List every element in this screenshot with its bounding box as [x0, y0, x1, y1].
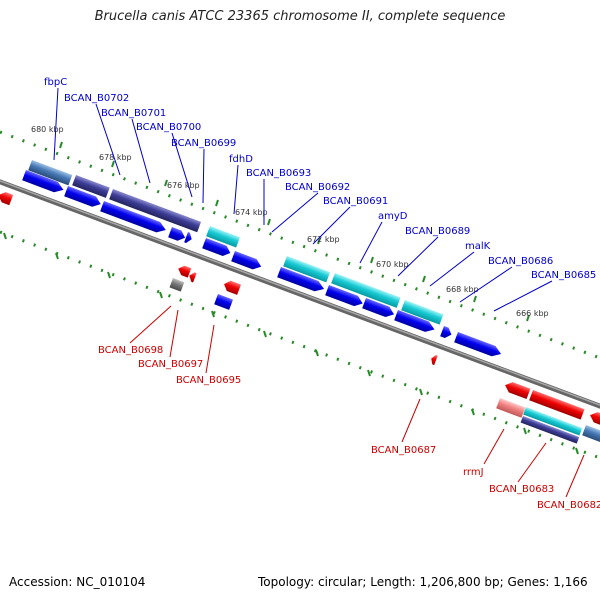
- forward-gene-labels: fbpC BCAN_B0702 BCAN_B0701 BCAN_B0700 BC…: [44, 77, 596, 281]
- kbp-label-678: 678 kbp: [99, 153, 132, 162]
- gene-label-fbpC[interactable]: fbpC: [44, 77, 67, 88]
- reverse-cds-arrows: [0, 190, 600, 444]
- cds-b0683[interactable]: [529, 390, 585, 420]
- gene-label-amyD[interactable]: amyD: [378, 211, 408, 222]
- gene-label-b0685[interactable]: BCAN_B0685: [531, 270, 596, 281]
- cds-b0687[interactable]: [429, 354, 438, 366]
- cds-b0701[interactable]: [100, 201, 168, 235]
- cds-b0696[interactable]: [222, 279, 241, 295]
- gene-label-b0682[interactable]: BCAN_B0682: [537, 500, 600, 511]
- gene-label-b0702[interactable]: BCAN_B0702: [64, 93, 129, 104]
- map-title: Brucella canis ATCC 23365 chromosome II,…: [94, 9, 506, 24]
- gene-label-b0691[interactable]: BCAN_B0691: [323, 196, 388, 207]
- cds-b0682-edge[interactable]: [588, 410, 600, 428]
- cog-bar-fbpC[interactable]: [28, 160, 73, 186]
- cds-fdhD[interactable]: [202, 238, 232, 258]
- gene-label-b0700[interactable]: BCAN_B0700: [136, 122, 201, 133]
- cds-b0700[interactable]: [168, 227, 187, 243]
- cog-bar-b0689[interactable]: [401, 300, 444, 325]
- cds-b0692[interactable]: [277, 267, 326, 294]
- cds-fbpC[interactable]: [22, 170, 65, 195]
- cog-bar-b0683-cyan[interactable]: [523, 407, 583, 436]
- gene-label-b0697[interactable]: BCAN_B0697: [138, 359, 203, 370]
- genome-backbone: [0, 179, 600, 409]
- cds-b0695[interactable]: [214, 294, 233, 310]
- gene-label-fdhD[interactable]: fdhD: [229, 154, 253, 165]
- cds-b0699[interactable]: [184, 232, 193, 244]
- cds-b0686[interactable]: [454, 332, 503, 359]
- cds-b0689[interactable]: [394, 310, 436, 335]
- gene-label-malK[interactable]: malK: [465, 241, 491, 252]
- forward-cog-bars: [28, 160, 600, 443]
- gene-label-b0695[interactable]: BCAN_B0695: [176, 375, 241, 386]
- reverse-leader-lines: [129, 305, 585, 498]
- cog-bar-b0702[interactable]: [72, 175, 110, 198]
- cds-amyD[interactable]: [362, 298, 396, 320]
- gene-label-b0693[interactable]: BCAN_B0693: [246, 168, 311, 179]
- kbp-label-670: 670 kbp: [376, 260, 409, 269]
- kbp-label-676: 676 kbp: [167, 181, 200, 190]
- cog-bar-b0692[interactable]: [283, 256, 331, 283]
- gene-label-b0683[interactable]: BCAN_B0683: [489, 484, 554, 495]
- gene-label-b0692[interactable]: BCAN_B0692: [285, 182, 350, 193]
- cds-b0698[interactable]: [176, 264, 192, 278]
- kbp-label-668: 668 kbp: [446, 285, 479, 294]
- cds-b0691[interactable]: [325, 285, 364, 309]
- cds-rrmJ-upper[interactable]: [503, 380, 531, 400]
- forward-leader-lines: [53, 87, 553, 312]
- kbp-label-674: 674 kbp: [235, 208, 268, 217]
- cds-rev-left-edge[interactable]: [0, 190, 14, 206]
- accession-text: Accession: NC_010104: [9, 575, 146, 589]
- kbp-labels: 680 kbp 678 kbp 676 kbp 674 kbp 672 kbp …: [31, 125, 549, 318]
- gene-label-rrmJ[interactable]: rrmJ: [463, 467, 484, 478]
- cds-b0702[interactable]: [64, 186, 103, 209]
- gene-label-b0698[interactable]: BCAN_B0698: [98, 345, 163, 356]
- kbp-label-680: 680 kbp: [31, 125, 64, 134]
- cog-bar-rrmJ[interactable]: [496, 398, 526, 418]
- cog-bar-amyD[interactable]: [331, 273, 401, 308]
- reverse-gene-labels: BCAN_B0698 BCAN_B0697 BCAN_B0695 BCAN_B0…: [98, 345, 600, 511]
- cds-malK[interactable]: [440, 326, 453, 340]
- cog-bar-edge[interactable]: [582, 425, 600, 443]
- cds-b0698-b[interactable]: [187, 271, 197, 283]
- upper-major-ticks: [59, 141, 530, 322]
- gene-label-b0699[interactable]: BCAN_B0699: [171, 138, 236, 149]
- cog-bar-b0697[interactable]: [169, 278, 185, 292]
- cds-b0693[interactable]: [231, 251, 263, 272]
- lower-major-ticks: [3, 232, 579, 455]
- upper-tick-ring: [0, 130, 600, 360]
- kbp-label-672: 672 kbp: [307, 235, 340, 244]
- kbp-label-666: 666 kbp: [516, 309, 549, 318]
- summary-text: Topology: circular; Length: 1,206,800 bp…: [258, 575, 588, 589]
- gene-label-b0687[interactable]: BCAN_B0687: [371, 445, 436, 456]
- cog-bar-b0701[interactable]: [109, 189, 202, 233]
- forward-cds-arrows: [22, 170, 503, 359]
- gene-label-b0686[interactable]: BCAN_B0686: [488, 256, 553, 267]
- gene-label-b0689[interactable]: BCAN_B0689: [405, 226, 470, 237]
- cog-bar-fdhD[interactable]: [206, 226, 240, 248]
- cog-bar-b0683-navy[interactable]: [520, 416, 580, 444]
- gene-label-b0701[interactable]: BCAN_B0701: [101, 108, 166, 119]
